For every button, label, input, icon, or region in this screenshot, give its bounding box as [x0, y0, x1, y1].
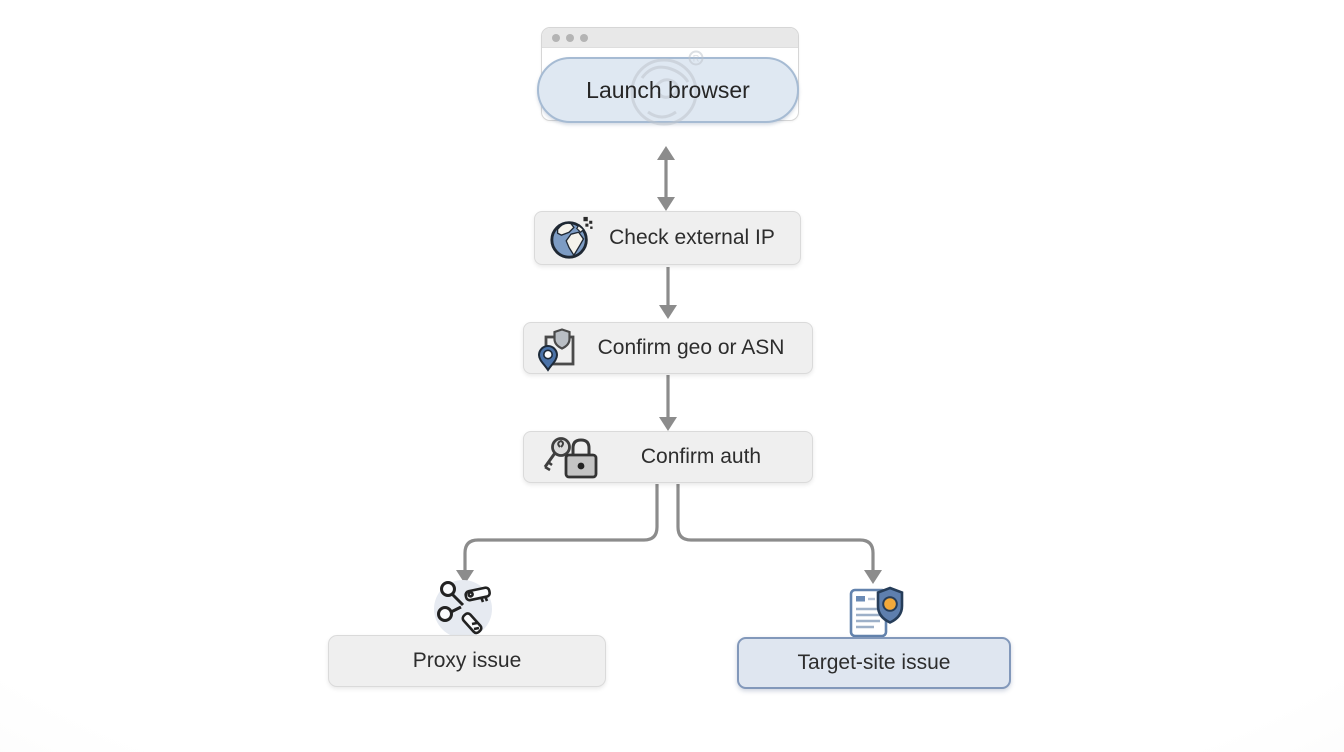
- node-confirm-auth: Confirm auth: [523, 431, 813, 483]
- window-dot-icon: [552, 33, 560, 42]
- node-label: Check external IP: [609, 226, 775, 249]
- edge-auth-proxy: [463, 484, 659, 571]
- globe-watermark-icon: R: [630, 50, 704, 126]
- node-label: Proxy issue: [412, 649, 522, 672]
- proxy-network-keys-icon: [432, 576, 498, 640]
- node-proxy-issue: Proxy issue: [328, 635, 606, 687]
- node-label: Target-site issue: [797, 651, 951, 674]
- node-target-site-issue: Target-site issue: [737, 637, 1011, 689]
- edge-auth-target: [676, 484, 875, 571]
- document-shield-icon: [844, 581, 904, 639]
- window-dot-icon: [566, 33, 574, 42]
- window-dot-icon: [580, 33, 588, 42]
- globe-icon: [548, 215, 594, 261]
- browser-titlebar: [542, 28, 798, 48]
- node-label: Confirm geo or ASN: [597, 336, 785, 359]
- node-confirm-geo-asn: Confirm geo or ASN: [523, 322, 813, 374]
- node-launch-browser: R Launch browser: [537, 50, 799, 126]
- node-check-external-ip: Check external IP: [534, 211, 801, 265]
- map-pin-shield-icon: [534, 324, 582, 372]
- node-label: Confirm auth: [640, 445, 762, 468]
- node-label: Launch browser: [586, 76, 750, 103]
- svg-text:R: R: [693, 54, 700, 64]
- key-padlock-icon: [542, 434, 604, 480]
